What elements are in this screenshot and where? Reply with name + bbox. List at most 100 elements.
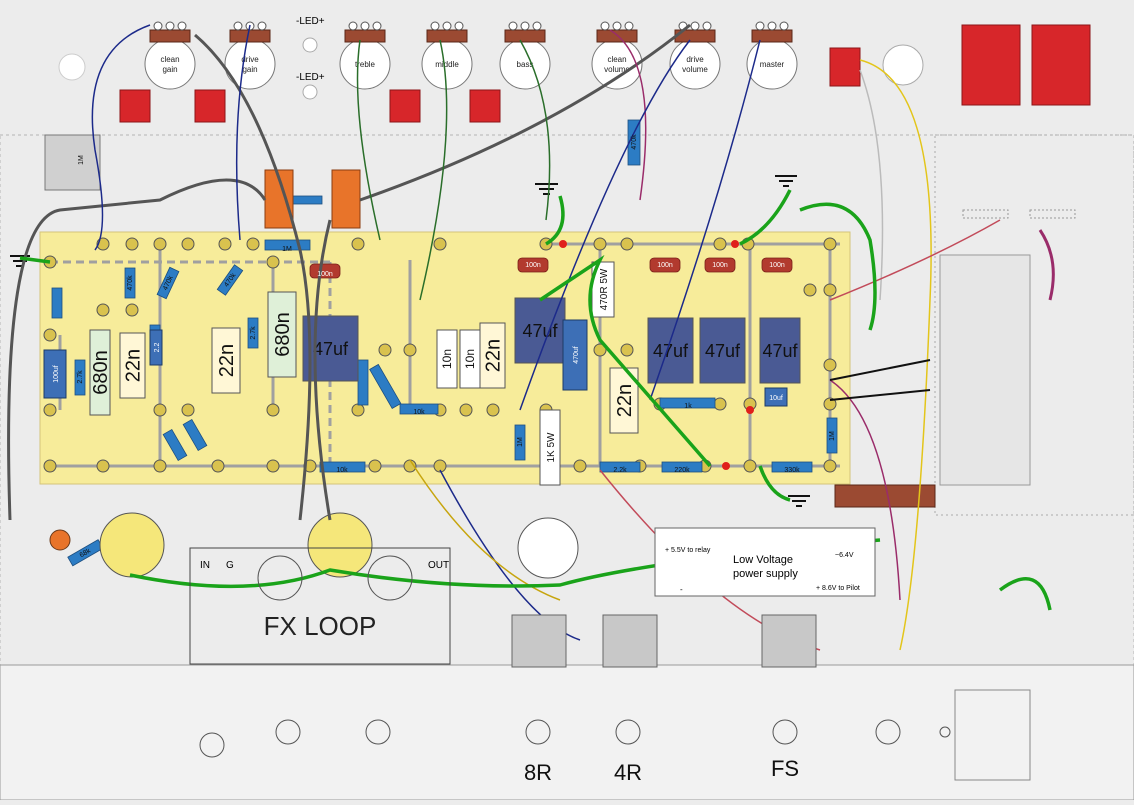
pot-lug-strip: [149, 29, 191, 43]
capacitor-value: 10n: [463, 349, 477, 369]
wire: [419, 39, 448, 301]
film-caps: [309, 257, 793, 279]
capacitor-value: 22n: [614, 384, 636, 417]
pot-lug-strip: [426, 29, 468, 43]
small-transformer: [44, 134, 101, 191]
pot-knob-icon: [224, 38, 276, 90]
resistor-value: 1k: [684, 403, 692, 410]
capacitor: 10n: [436, 329, 458, 389]
pot-middle[interactable]: middle: [421, 21, 473, 90]
resistor-value: 220k: [674, 467, 690, 474]
cap-value: 100uf: [53, 365, 60, 383]
pot-label-sub: volume: [604, 65, 630, 74]
capacitor-value: 22n: [483, 339, 505, 372]
pot-lug-icon: [153, 21, 163, 31]
wire: [1038, 229, 1055, 301]
pot-lug-strip: [751, 29, 793, 43]
capacitor-value: 680n: [90, 350, 112, 395]
resistor-value: 100n: [317, 271, 333, 278]
pot-lug-icon: [257, 21, 267, 31]
pot-label: drive: [686, 55, 704, 64]
jack-8r: [511, 614, 567, 668]
resistor-value: 100n: [525, 262, 541, 269]
fx-in-label: IN: [200, 560, 210, 571]
relay-3: [389, 89, 421, 123]
resistor-value: 100n: [769, 262, 785, 269]
pot-treble[interactable]: treble: [339, 21, 391, 90]
grounding-lug: [49, 529, 71, 551]
input-socket-1: [99, 512, 165, 578]
iec-socket-cutout: [954, 689, 1031, 781]
resistor-value: 2.7k: [77, 370, 84, 384]
pot-lug-icon: [520, 21, 530, 31]
capacitor-value: 47uf: [705, 341, 741, 361]
psu-relay-note: + 5.5V to relay: [665, 547, 711, 554]
pot-knob-icon: [669, 38, 721, 90]
pot-lug-strip: [504, 29, 546, 43]
octal-socket: [517, 517, 579, 579]
tube-socket-outline-2: [1029, 209, 1076, 219]
pot-label: bass: [517, 60, 534, 69]
capacitor: 47uf: [647, 317, 694, 384]
capacitor: 10n: [459, 329, 481, 389]
power-resistor-value: 1K 5W: [546, 432, 557, 463]
capacitor-value: 47uf: [522, 321, 558, 341]
wire: [609, 29, 647, 201]
relay-5: [829, 47, 861, 87]
wire: [519, 39, 551, 221]
psu-title-line1: Low Voltage: [733, 554, 793, 566]
capacitor: 47uf: [699, 317, 746, 384]
capacitor-value: 47uf: [653, 341, 689, 361]
resistor-value: 470k: [127, 275, 134, 291]
wire: [829, 379, 901, 601]
shielded-wire-4: [313, 219, 332, 521]
capacitor: 47uf: [514, 297, 566, 364]
pot-lug-icon: [624, 21, 634, 31]
wire: [829, 389, 931, 401]
pot-label: drive: [241, 55, 259, 64]
pot-label: treble: [355, 60, 376, 69]
shielded-input-wire: [7, 178, 267, 521]
pot-knob-icon: [591, 38, 643, 90]
capacitor: 47uf: [302, 315, 359, 382]
pot-master[interactable]: master: [746, 21, 798, 90]
wires: [7, 23, 1055, 651]
wire: [409, 459, 561, 601]
shielded-wire-2: [194, 33, 312, 521]
pot-lug-strip: [229, 29, 271, 43]
power-resistor-value: 470R 5W: [599, 268, 610, 310]
led-group: [302, 37, 318, 100]
rear-panel-holes: [199, 719, 951, 758]
relay-2: [194, 89, 226, 123]
pot-bass[interactable]: bass: [499, 21, 551, 90]
capacitor-value: 22n: [216, 344, 238, 377]
pot-lug-icon: [454, 21, 464, 31]
capacitor: 22n: [479, 322, 506, 389]
speaker-jacks: [511, 614, 817, 668]
cap-value: 10uf: [769, 395, 783, 402]
wire: [829, 219, 1001, 301]
pot-lug-icon: [177, 21, 187, 31]
power-resistor: 1K 5W: [539, 409, 561, 486]
capacitor: 22n: [211, 327, 241, 394]
orange-component-1: [264, 169, 294, 229]
chassis-outline: [0, 134, 1134, 666]
led-bottom-icon: [302, 84, 318, 100]
sockets: [49, 512, 579, 579]
capacitor-value: 47uf: [313, 339, 349, 359]
orange-component-2: [331, 169, 361, 229]
pot-lug-icon: [690, 21, 700, 31]
fx-loop-title: FX LOOP: [264, 611, 377, 641]
capacitor: 22n: [119, 332, 146, 399]
wire: [235, 24, 251, 241]
resistor-value: 1M: [78, 155, 85, 165]
pot-lug-icon: [767, 21, 777, 31]
resistor-value: 1M: [282, 246, 292, 253]
fuse-holder-2: [1031, 24, 1091, 106]
